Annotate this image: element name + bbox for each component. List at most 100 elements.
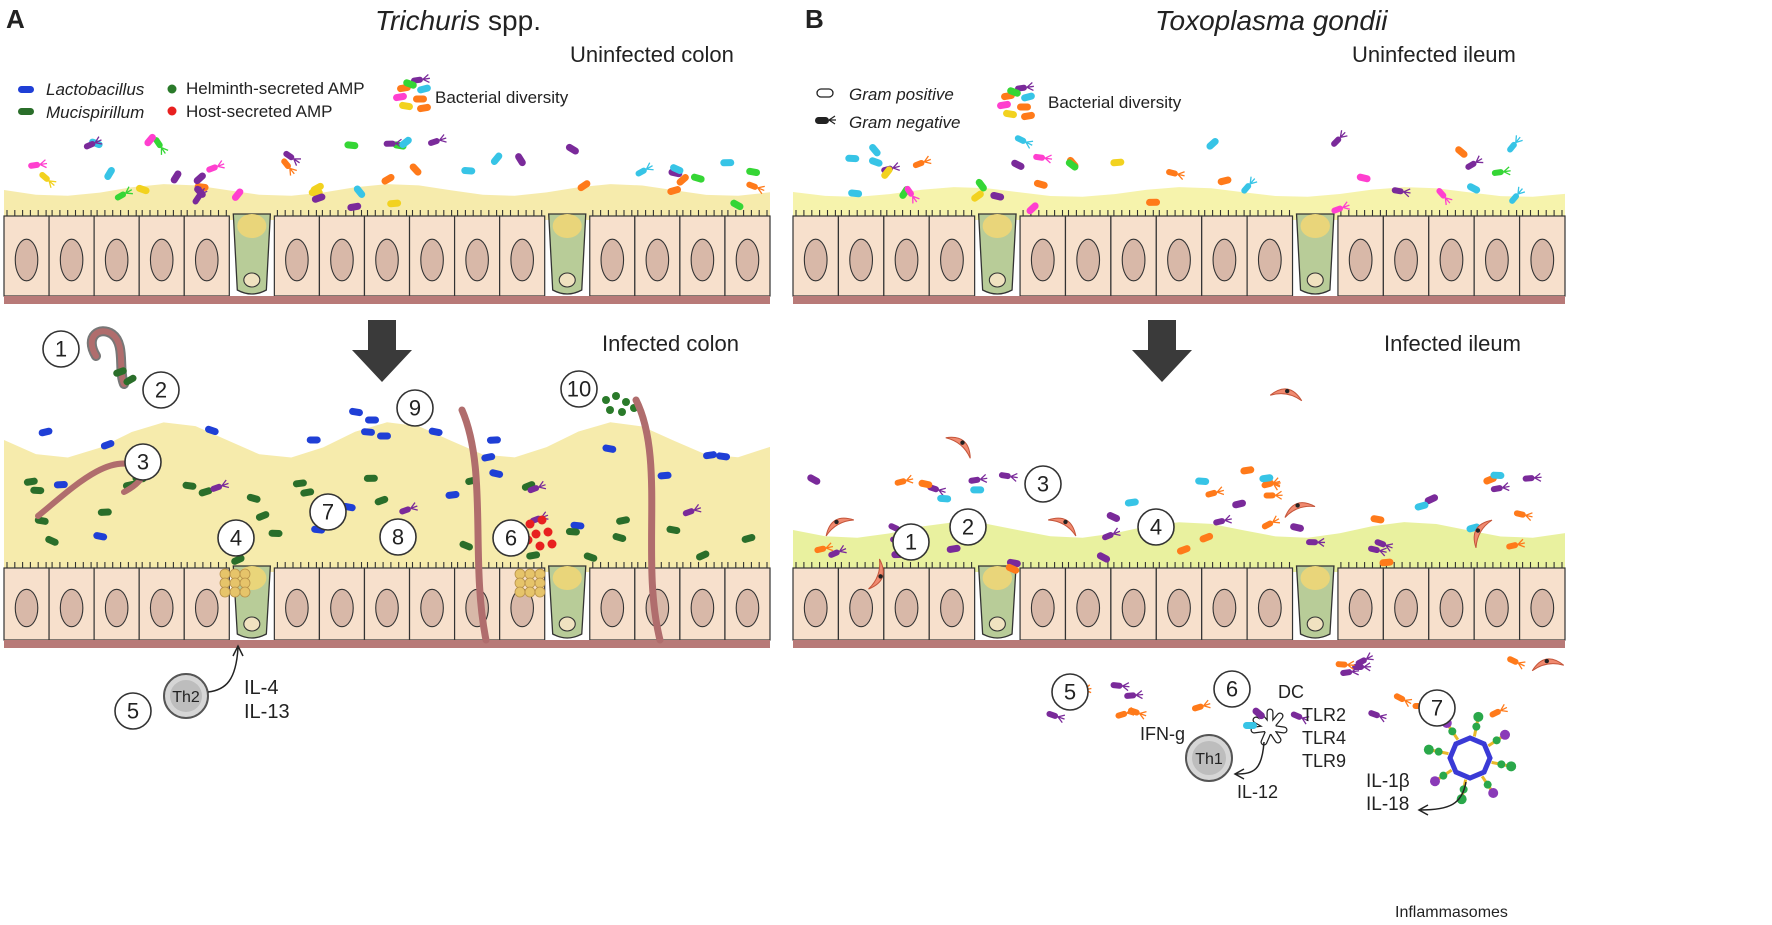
microvilli <box>682 562 723 568</box>
flagellated-bacterium <box>1261 515 1281 530</box>
tachyzoite-body <box>945 436 971 459</box>
mucispirillum <box>113 367 127 377</box>
inflammasome-subunit <box>1456 794 1467 805</box>
tachyzoite-body <box>1284 502 1316 518</box>
flagella <box>1517 661 1526 670</box>
flagella <box>1475 155 1484 164</box>
bacterium <box>399 136 412 149</box>
inflammasome-arrowhead <box>1417 804 1429 816</box>
mucispirillum <box>255 511 270 521</box>
toxoplasma-tachyzoite <box>945 436 971 459</box>
mucin-granules <box>982 566 1013 590</box>
flagella <box>938 487 946 497</box>
flagella <box>1379 713 1387 723</box>
goblet-nucleus <box>988 272 1006 288</box>
bacterium-body <box>1331 136 1342 147</box>
inflammasome-subunit <box>1439 771 1448 780</box>
step-number: 10 <box>567 377 591 402</box>
lactobacillus <box>602 444 617 453</box>
bacterium-body <box>1368 545 1380 554</box>
microvilli <box>1340 562 1381 568</box>
step-number: 5 <box>1064 680 1076 705</box>
helminth-amp-swatch <box>167 84 177 94</box>
mucispirillum <box>182 481 197 490</box>
bacterium <box>690 173 705 183</box>
lactobacillus <box>481 453 496 462</box>
bacterial-diversity-label-b: Bacterial diversity <box>1048 93 1182 112</box>
microvilli <box>1158 562 1200 568</box>
step-number: 4 <box>230 526 242 551</box>
bacterium-body <box>1191 703 1204 712</box>
bacterium-body <box>1102 532 1114 541</box>
nucleus <box>14 588 39 628</box>
bacterium-body <box>1368 710 1380 719</box>
bacterium <box>1011 159 1025 170</box>
flagella <box>289 167 297 176</box>
bacterium <box>104 166 115 180</box>
goblet-nucleus <box>243 272 261 288</box>
mucin-granules <box>982 214 1013 238</box>
bacterium-body <box>1014 135 1027 144</box>
nucleus <box>1348 588 1373 628</box>
bacterium <box>1195 477 1210 485</box>
uninfected-ileum-epithelium <box>792 130 1566 304</box>
nucleus <box>149 588 174 628</box>
mucispirillum <box>45 535 59 546</box>
step-circle <box>1051 673 1089 711</box>
flagellated-bacterium <box>1263 490 1283 500</box>
nucleus <box>330 588 354 628</box>
tlr4-label: TLR4 <box>1302 728 1346 748</box>
bacterium <box>353 185 366 198</box>
flagellated-bacterium <box>1046 710 1066 724</box>
bacterium-body <box>283 150 295 161</box>
flagella <box>923 155 932 165</box>
nucleus <box>1257 588 1282 628</box>
flagellated-bacterium <box>1506 538 1525 550</box>
nucleus <box>420 588 444 628</box>
flagellated-bacterium <box>153 137 169 155</box>
microvilli <box>682 210 723 216</box>
nucleus <box>1121 238 1146 282</box>
bacterium <box>311 193 326 203</box>
microvilli <box>6 210 47 216</box>
lactobacillus <box>205 425 219 436</box>
bacterium <box>1290 523 1304 532</box>
tachyzoite-nucleus <box>960 440 965 445</box>
mucispirillum-label: Mucispirillum <box>46 103 144 122</box>
bacterium <box>1021 111 1035 121</box>
nucleus <box>1439 588 1464 628</box>
mucispirillum <box>616 516 630 525</box>
inflammasome-arrow <box>1419 781 1467 811</box>
mucispirillum <box>231 554 245 565</box>
step-number: 4 <box>1150 515 1162 540</box>
lactobacillus <box>306 436 321 444</box>
flagellated-bacterium <box>682 503 702 517</box>
tachyzoite-body <box>868 558 884 590</box>
bacterium-body <box>1290 711 1303 720</box>
tachyzoite-nucleus <box>834 519 839 525</box>
step-circle <box>42 330 80 368</box>
bacterium-body <box>1507 656 1519 665</box>
nucleus <box>735 238 760 282</box>
mucin-granule <box>239 577 251 589</box>
flagellated-bacterium <box>1115 707 1135 719</box>
bacterium-body <box>206 164 218 173</box>
microvilli <box>457 210 498 216</box>
microvilli <box>321 210 363 216</box>
panel-a-title: Trichuris spp. <box>375 5 541 36</box>
nucleus <box>1167 588 1191 628</box>
flagellated-bacterium <box>1374 539 1394 552</box>
bacterium <box>577 180 591 192</box>
microvilli <box>727 562 768 568</box>
flagella <box>1216 486 1225 496</box>
nucleus <box>285 588 309 628</box>
microvilli <box>931 210 973 216</box>
mucin-granules <box>237 214 267 238</box>
panel-a-step-4: 4 <box>217 519 255 557</box>
host-amp <box>535 541 545 551</box>
bacterium-body <box>1491 169 1504 176</box>
dc-bacterium-purple <box>1252 707 1265 720</box>
tachyzoite-body <box>1269 388 1303 402</box>
lactobacillus <box>38 427 53 437</box>
microvilli <box>1113 562 1154 568</box>
